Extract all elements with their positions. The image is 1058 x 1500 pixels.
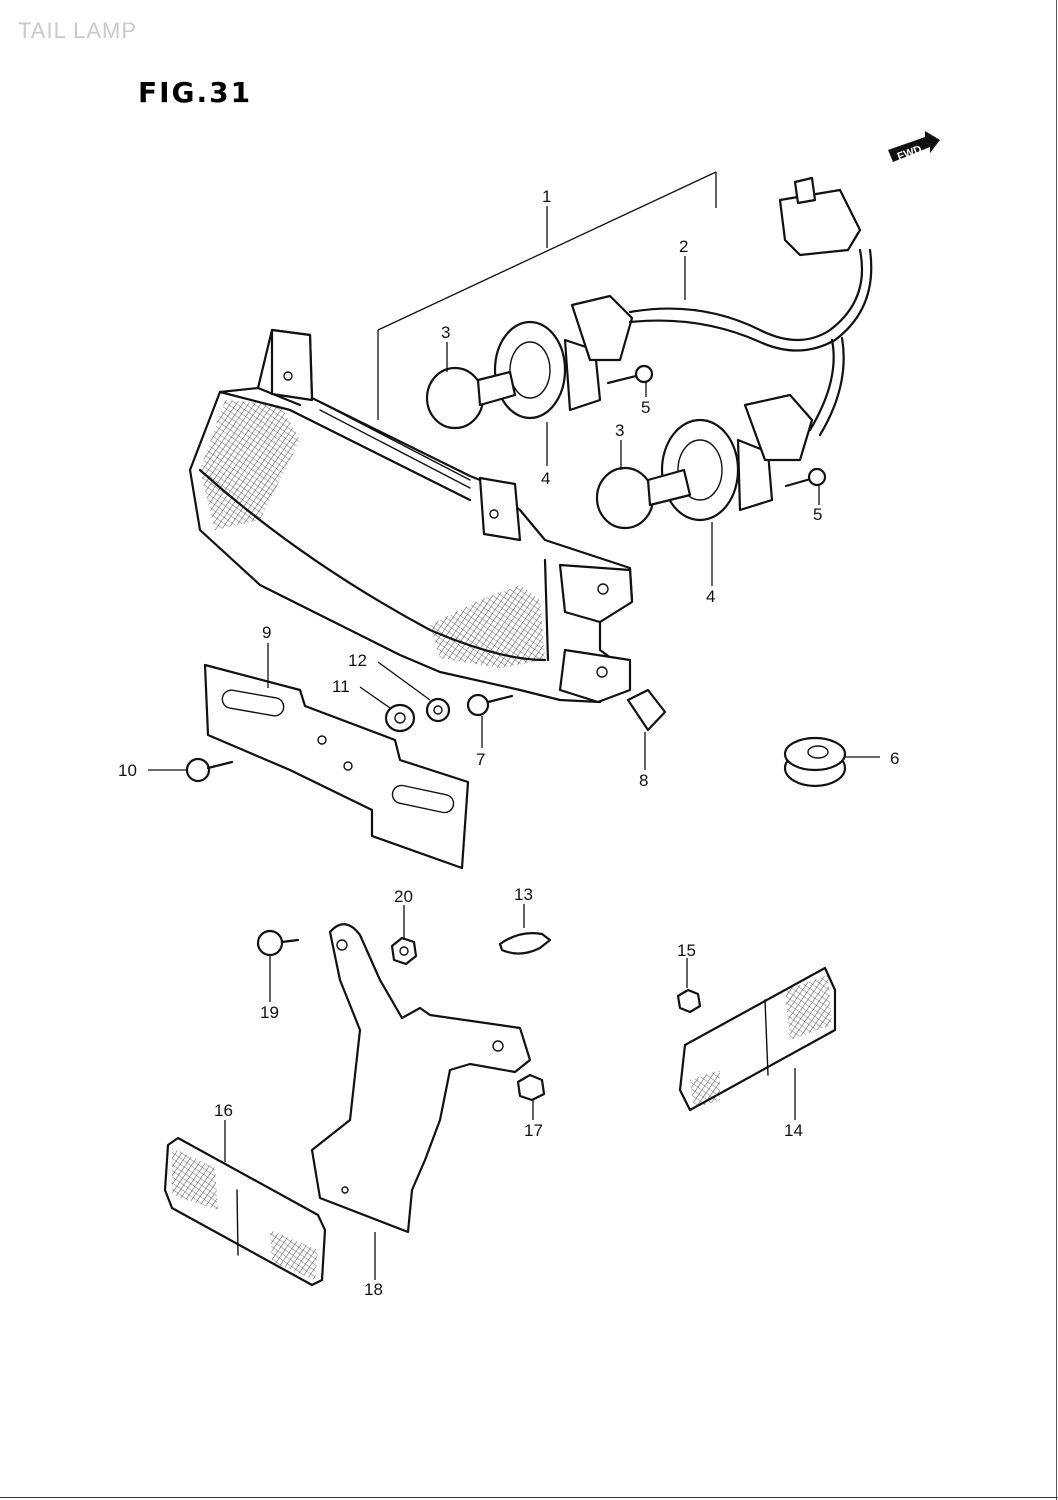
callout-20: 20 [394,887,413,906]
mounting-plate-9 [203,663,470,870]
washer-11 [384,703,416,733]
callout-16: 16 [214,1101,233,1120]
callout-2: 2 [679,237,688,256]
clip-8 [626,688,667,732]
callout-5-lower: 5 [813,505,822,524]
bulb-socket-upper [493,294,634,420]
nut-17 [516,1073,546,1102]
right-frame-line [1056,0,1057,1500]
callout-15: 15 [677,941,696,960]
callout-12: 12 [348,651,367,670]
nut-20 [390,936,418,966]
bulb-lower-icon [595,466,692,530]
tail-lamp-housing [188,328,634,704]
figure-title: FIG.31 [138,76,253,109]
license-bracket-18 [310,923,532,1234]
assembly-bracket-1 [377,171,717,420]
callout-1: 1 [542,187,551,206]
callout-13: 13 [514,885,533,904]
leader-lines [148,256,880,1280]
bolt-10 [185,757,234,783]
screw-7 [466,693,514,717]
bulb-socket-lower [660,393,814,522]
callout-6: 6 [890,749,899,768]
callout-19: 19 [260,1003,279,1022]
callout-labels: 1 2 3 4 5 3 4 5 6 7 8 9 10 11 12 13 14 1… [118,187,899,1299]
callout-14: 14 [784,1121,803,1140]
fwd-arrow-icon: FWD [888,131,940,163]
callout-8: 8 [639,771,648,790]
callout-9: 9 [262,623,271,642]
collar-12 [425,697,451,723]
screw-19 [256,929,300,957]
callout-18: 18 [364,1280,383,1299]
callout-5-upper: 5 [641,398,650,417]
bulb-13-icon [498,932,552,955]
callout-3-upper: 3 [441,323,450,342]
bottom-frame-line [0,1497,1058,1498]
callout-4-upper: 4 [541,469,550,488]
reflector-14 [678,966,837,1112]
callout-3-lower: 3 [615,421,624,440]
screw-lower [784,467,827,488]
callout-7: 7 [476,750,485,769]
nut-15 [676,988,702,1014]
screw-upper [606,364,654,385]
callout-4-lower: 4 [706,587,715,606]
callout-10: 10 [118,761,137,780]
callout-11: 11 [332,677,350,696]
grommet [783,736,847,788]
bulb-upper-icon [425,366,517,430]
page-header: TAIL LAMP [18,18,138,43]
callout-17: 17 [524,1121,543,1140]
reflector-16 [163,1136,327,1287]
wiring-harness [628,176,873,437]
